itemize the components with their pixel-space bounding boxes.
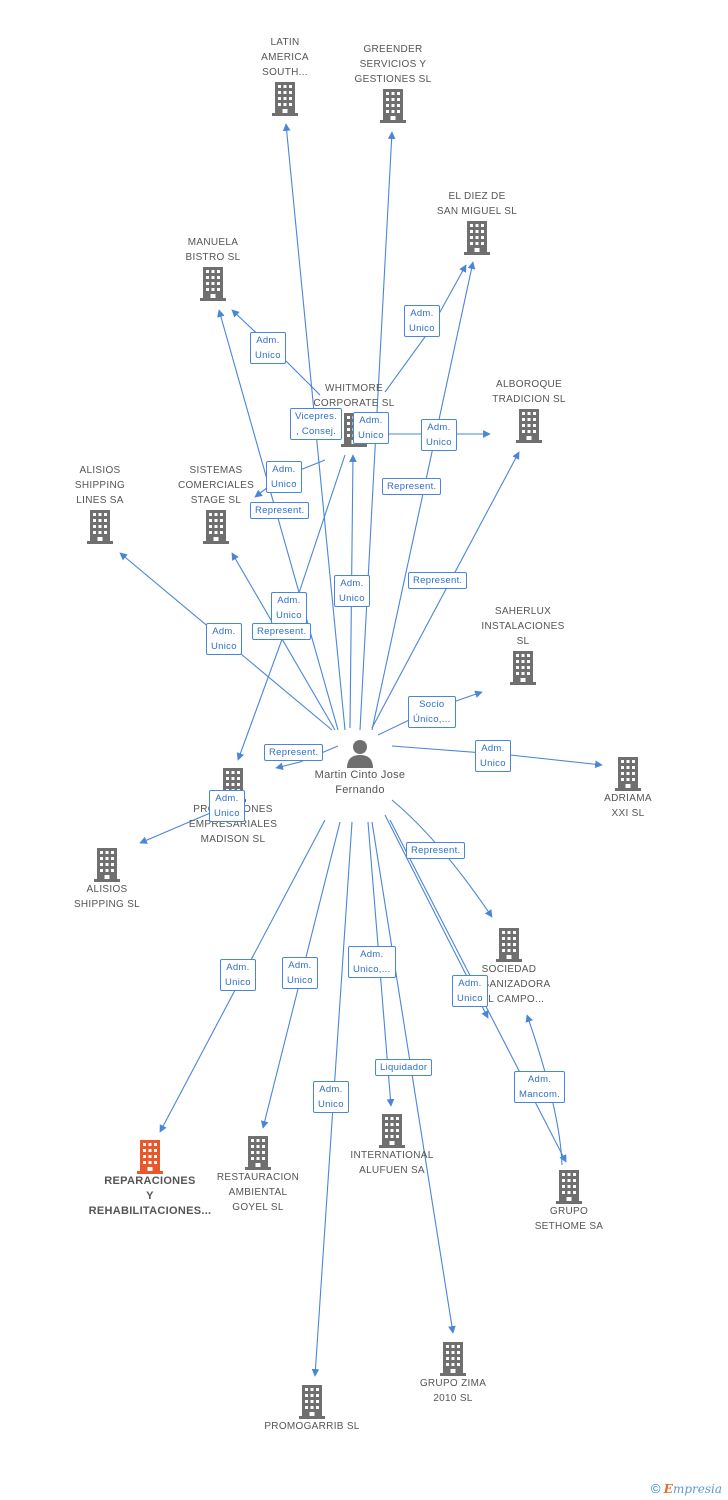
edge-label[interactable]: Adm.Unico	[271, 592, 307, 624]
edge-label[interactable]: Adm.Unico	[282, 957, 318, 989]
building-icon	[296, 1383, 328, 1419]
edge-label[interactable]: Represent.	[252, 623, 312, 640]
building-icon	[507, 649, 539, 685]
building-icon	[513, 407, 545, 443]
edge-eldiez-direct	[371, 261, 476, 731]
edge-label[interactable]: Represent.	[406, 842, 466, 859]
edge-label[interactable]: Adm.Unico	[206, 623, 242, 655]
edge-sistemas	[231, 552, 336, 731]
building-icon	[493, 926, 525, 962]
edge-label[interactable]: Adm.Unico,...	[348, 946, 396, 978]
edge-label[interactable]: Adm.Unico	[421, 419, 457, 451]
building-icon	[377, 87, 409, 123]
edge-label[interactable]: Adm.Unico	[220, 959, 256, 991]
building-icon	[91, 846, 123, 882]
edge-label[interactable]: Adm.Unico	[209, 790, 245, 822]
edge-manuela-direct	[217, 309, 339, 731]
edge-label[interactable]: Adm.Unico	[404, 305, 440, 337]
building-icon	[553, 1168, 585, 1204]
edge-alboroque	[371, 451, 520, 729]
building-icon	[437, 1340, 469, 1376]
building-icon	[461, 219, 493, 255]
building-icon	[84, 508, 116, 544]
edge-label[interactable]: Represent.	[408, 572, 468, 589]
building-icon	[612, 755, 644, 791]
edge-label[interactable]: Vicepres., Consej.	[290, 408, 343, 440]
company-promogarrib[interactable]: PROMOGARRIB SL	[237, 1383, 387, 1434]
edge-whitmore-promociones	[236, 454, 346, 761]
edge-label[interactable]: Liquidador	[375, 1059, 433, 1076]
building-icon	[200, 508, 232, 544]
building-icon	[376, 1112, 408, 1148]
edge-label[interactable]: Adm.Mancom.	[514, 1071, 566, 1103]
edge-zima	[371, 821, 456, 1334]
edge-label[interactable]: Adm.Unico	[353, 412, 389, 444]
edge-label[interactable]: Represent.	[382, 478, 442, 495]
building-icon	[269, 80, 301, 116]
edge-label[interactable]: Adm.Unico	[250, 332, 286, 364]
edge-alisios-sl	[139, 807, 223, 844]
edge-promociones	[275, 745, 339, 771]
brand-footer[interactable]: © Empresia	[651, 1481, 722, 1496]
edge-label[interactable]: Represent.	[264, 744, 324, 761]
edge-label[interactable]: Adm.Unico	[452, 975, 488, 1007]
edge-label[interactable]: Adm.Unico	[475, 740, 511, 772]
person-name: Martin Cinto Jose Fernando	[314, 769, 406, 796]
brand-name: mpresia	[672, 1482, 722, 1496]
person-node[interactable]: Martin Cinto Jose Fernando	[300, 738, 420, 798]
copyright-symbol: ©	[650, 1481, 661, 1496]
building-icon	[242, 1134, 274, 1170]
edge-label[interactable]: Adm.Unico	[313, 1081, 349, 1113]
edge-label[interactable]: Represent.	[250, 502, 310, 519]
building-icon	[197, 265, 229, 301]
edge-label[interactable]: Adm.Unico	[334, 575, 370, 607]
person-icon	[347, 740, 373, 768]
brand-initial: E	[663, 1482, 673, 1496]
company-name: PROMOGARRIB SL	[264, 1421, 360, 1432]
edge-label[interactable]: Adm.Unico	[266, 461, 302, 493]
building-icon	[134, 1138, 166, 1174]
